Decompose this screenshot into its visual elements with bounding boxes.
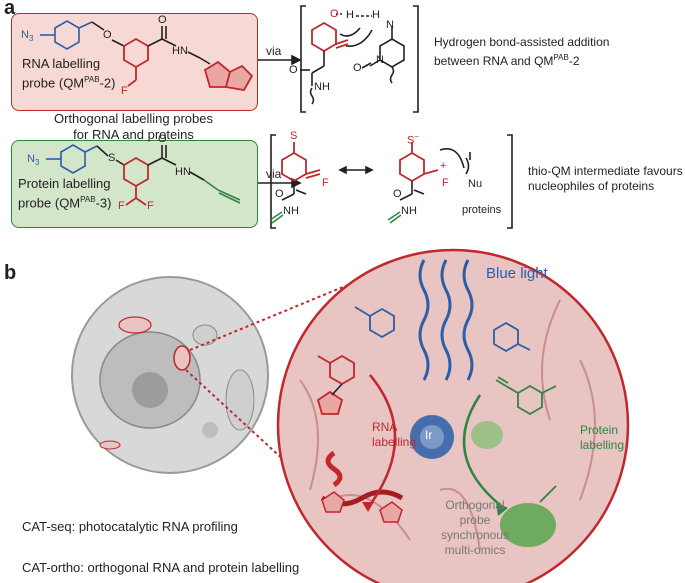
thiolate-s: S− [407, 130, 419, 148]
ring-n: N [376, 54, 384, 66]
protein-labelling-line1: Protein [580, 423, 619, 437]
orthogonal-caption-line1: Orthogonal labelling probes [54, 111, 213, 126]
rna-probe-name-line2: probe (QMPAB-2) [22, 72, 115, 91]
thiolate-minus: − [414, 132, 420, 141]
proteins-label: proteins [462, 204, 502, 216]
rna-probe-name: RNA labelling probe (QMPAB-2) [22, 56, 115, 91]
panel-b-illustration [71, 248, 630, 583]
amine-h: H [372, 9, 380, 21]
protein-probe-box [11, 140, 258, 228]
rna-probe-name-line1: RNA labelling [22, 56, 101, 71]
ir-catalyst-label: Ir [425, 428, 433, 442]
protein-probe-sup: PAB [80, 195, 96, 204]
ring-carbonyl-o: O [353, 62, 362, 74]
rna-note-sup: PAB [553, 53, 569, 62]
orthogonal-line1: Orthogonal [445, 498, 505, 512]
carbonyl-o-protein: O [158, 133, 167, 145]
rna-mechanism-note: Hydrogen bond-assisted addition between … [434, 35, 609, 69]
rna-probe-sup: PAB [84, 75, 100, 84]
ether-oxygen: O [103, 29, 112, 41]
qm-carbonyl-o: O [289, 64, 298, 76]
amine-n: N [386, 19, 394, 31]
cat-seq-caption: CAT-seq: photocatalytic RNA profiling [22, 519, 238, 534]
protein-labelling-line2: labelling [580, 438, 625, 452]
rna-probe-name-text: probe (QM [22, 75, 85, 91]
orthogonal-caption: Orthogonal labelling probes for RNA and … [11, 111, 256, 143]
azide-label-protein: N3 [27, 153, 39, 169]
carbocation-plus: + [440, 160, 447, 172]
protein-probe-name-text: probe (QM [18, 195, 81, 211]
azide-sub-protein: 3 [34, 158, 40, 168]
qm-oxygen: O [330, 8, 339, 20]
protein-note-line1: thio-QM intermediate favours [528, 164, 683, 178]
rna-note-line2-text: between RNA and QM [434, 54, 554, 68]
amide-hn-rna: HN [172, 45, 188, 57]
thioether-s: S [108, 152, 116, 164]
thioqm-s: S [290, 130, 298, 142]
thioqm-o: O [275, 188, 284, 200]
protein-probe-name: Protein labelling probe (QMPAB-3) [18, 176, 111, 211]
via-label-2: via [266, 167, 282, 181]
carbonyl-o-rna: O [158, 14, 167, 26]
amide-hn-protein: HN [175, 166, 191, 178]
thiolate-o: O [393, 188, 402, 200]
rna-probe-end: -2) [99, 75, 116, 91]
protein-mechanism-note: thio-QM intermediate favours nucleophile… [528, 164, 683, 194]
orthogonal-line3: synchronous [440, 528, 510, 542]
protein-labelling-label: Protein labelling [580, 423, 624, 453]
rna-labelling-line1: RNA [372, 420, 398, 434]
thiolate-s-letter: S [407, 134, 415, 147]
via-label-1: via [266, 44, 282, 58]
azide-n-protein: N [27, 153, 35, 165]
protein-probe-name-line2: probe (QMPAB-3) [18, 192, 111, 211]
protein-probe-end: -3) [95, 195, 112, 211]
rna-note-line2: between RNA and QMPAB-2 [434, 50, 609, 69]
blue-light-label: Blue light [486, 265, 548, 282]
orthogonal-probe-label: Orthogonal probe synchronous multi-omics [420, 498, 530, 558]
orthogonal-caption-line2: for RNA and proteins [73, 127, 194, 142]
nucleophile-label: Nu [468, 178, 483, 190]
panel-b-label: b [4, 262, 17, 284]
rna-labelling-line2: labelling [372, 435, 417, 449]
fluorine-protein-1: F [118, 200, 125, 212]
orthogonal-line4: multi-omics [444, 543, 506, 557]
carbocation-f: F [442, 177, 449, 189]
rna-note-line1: Hydrogen bond-assisted addition [434, 35, 610, 49]
protein-probe-name-line1: Protein labelling [18, 176, 111, 191]
qm-amide-nh: NH [314, 81, 330, 93]
protein-note-line2: nucleophiles of proteins [528, 179, 655, 193]
panel-a-structures [40, 5, 513, 229]
panel-a-label: a [4, 0, 16, 19]
orthogonal-line2: probe [459, 513, 491, 527]
fluorine-rna: F [121, 85, 128, 97]
h-bond-h: H [346, 9, 354, 21]
rna-labelling-label: RNA labelling [372, 420, 416, 450]
rna-note-end: -2 [568, 54, 580, 68]
thiolate-nh: NH [401, 205, 417, 217]
azide-sub: 3 [28, 34, 34, 44]
thioqm-nh: NH [283, 205, 299, 217]
fluorine-protein-2: F [147, 200, 154, 212]
thioqm-f: F [322, 177, 329, 189]
azide-label-rna: N3 [21, 29, 33, 45]
azide-n: N [21, 29, 29, 41]
cat-ortho-caption: CAT-ortho: orthogonal RNA and protein la… [22, 560, 300, 575]
